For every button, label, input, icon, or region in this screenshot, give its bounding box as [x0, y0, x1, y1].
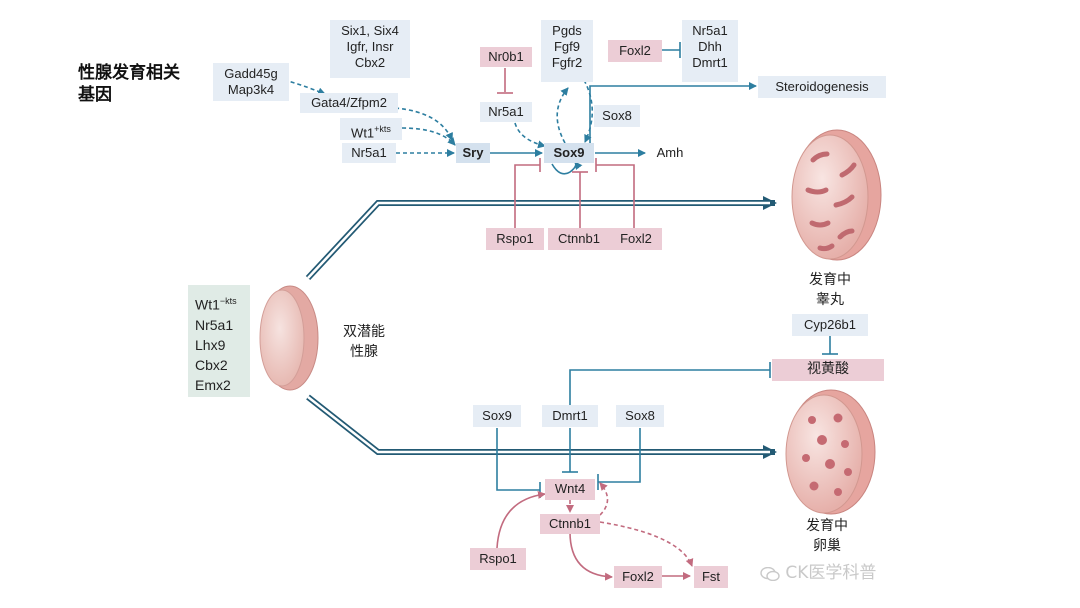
- wt1-plus-kts-box: Wt1+kts: [340, 118, 402, 140]
- diagram-title: 性腺发育相关 基因: [78, 62, 180, 106]
- wechat-icon: [760, 566, 780, 582]
- steroidogenesis-box: Steroidogenesis: [758, 76, 886, 98]
- bipotential-gonad-image: [259, 285, 319, 391]
- dmrt1-top-label: Dmrt1: [692, 55, 728, 70]
- nr5a1-left-box: Nr5a1: [342, 143, 396, 163]
- map3k4-label: Map3k4: [227, 82, 275, 97]
- foxl2-top-box: Foxl2: [608, 40, 662, 62]
- foxl2-bottom-box: Foxl2: [614, 566, 662, 588]
- sry-box: Sry: [456, 143, 490, 163]
- bipotential-gonad-label: 双潜能 性腺: [334, 322, 394, 362]
- nr5a1-dhh-dmrt1-box: Nr5a1 Dhh Dmrt1: [682, 20, 738, 82]
- ctnnb1-bottom-box: Ctnnb1: [540, 514, 600, 534]
- nr0b1-box: Nr0b1: [480, 47, 532, 67]
- amh-label: Amh: [656, 145, 684, 160]
- sox8-top-box: Sox8: [594, 105, 640, 127]
- gata4-zfpm2-box: Gata4/Zfpm2: [300, 93, 398, 113]
- fgf9-label: Fgf9: [553, 39, 580, 54]
- testis-image: [791, 129, 882, 261]
- wt1-plus-kts-sup: +kts: [374, 124, 391, 134]
- six-igfr-cbx2-box: Six1, Six4 Igfr, Insr Cbx2: [330, 20, 410, 78]
- sox9-bottom-box: Sox9: [473, 405, 521, 427]
- bipotential-cbx2-label: Cbx2: [195, 356, 228, 373]
- bipotential-genes-box: Wt1−kts Nr5a1 Lhx9 Cbx2 Emx2: [188, 285, 250, 397]
- igfr-label: Igfr, Insr: [346, 39, 394, 54]
- fst-box: Fst: [694, 566, 728, 588]
- ovary-label-line-2: 卵巢: [813, 538, 841, 554]
- inhibition-lines: [496, 42, 838, 498]
- ovary-label-line-1: 发育中: [806, 518, 848, 534]
- six-label: Six1, Six4: [341, 23, 399, 38]
- ctnnb1-top-box: Ctnnb1: [548, 228, 610, 250]
- gadd45g-map3k4-box: Gadd45g Map3k4: [213, 63, 289, 101]
- bottom-arrows: [496, 482, 694, 581]
- testis-label-line-1: 发育中: [809, 272, 851, 288]
- rspo1-top-box: Rspo1: [486, 228, 544, 250]
- bipotential-label-line-2: 性腺: [350, 344, 378, 360]
- wt1-plus-kts-base: Wt1: [351, 125, 375, 141]
- wnt4-box: Wnt4: [545, 479, 595, 500]
- sox8-bottom-box: Sox8: [616, 405, 664, 427]
- ovary-image: [785, 389, 876, 515]
- nr5a1-right-label: Nr5a1: [692, 23, 728, 38]
- bipotential-lhx9-label: Lhx9: [195, 336, 226, 353]
- bipotential-nr5a1-label: Nr5a1: [195, 316, 234, 333]
- retinoic-acid-box: 视黄酸: [772, 359, 884, 381]
- top-arrows: [283, 79, 757, 175]
- sox9-top-box: Sox9: [544, 143, 594, 163]
- bipotential-label-line-1: 双潜能: [343, 324, 385, 340]
- cyp26b1-box: Cyp26b1: [792, 314, 868, 336]
- cbx2-label: Cbx2: [354, 55, 386, 70]
- bipotential-wt1-base: Wt1: [195, 296, 220, 313]
- foxl2-mid-box: Foxl2: [610, 228, 662, 250]
- gadd45g-label: Gadd45g: [224, 66, 278, 81]
- title-line-1: 性腺发育相关: [78, 63, 180, 83]
- pgds-label: Pgds: [552, 23, 582, 38]
- title-line-2: 基因: [78, 85, 112, 105]
- watermark: CK医学科普: [760, 558, 876, 583]
- bipotential-emx2-label: Emx2: [195, 376, 231, 393]
- nr5a1-mid-box: Nr5a1: [480, 102, 532, 122]
- testis-label-line-2: 睾丸: [816, 292, 844, 308]
- fgfr2-label: Fgfr2: [551, 55, 583, 70]
- pgds-fgf9-fgfr2-box: Pgds Fgf9 Fgfr2: [541, 20, 593, 82]
- ovary-label: 发育中 卵巢: [797, 516, 857, 556]
- testis-label: 发育中 睾丸: [800, 270, 860, 310]
- dhh-label: Dhh: [698, 39, 722, 54]
- watermark-text: CK医学科普: [785, 563, 877, 583]
- bipotential-wt1-sup: −kts: [219, 296, 237, 306]
- dmrt1-bottom-box: Dmrt1: [542, 405, 598, 427]
- rspo1-bottom-box: Rspo1: [470, 548, 526, 570]
